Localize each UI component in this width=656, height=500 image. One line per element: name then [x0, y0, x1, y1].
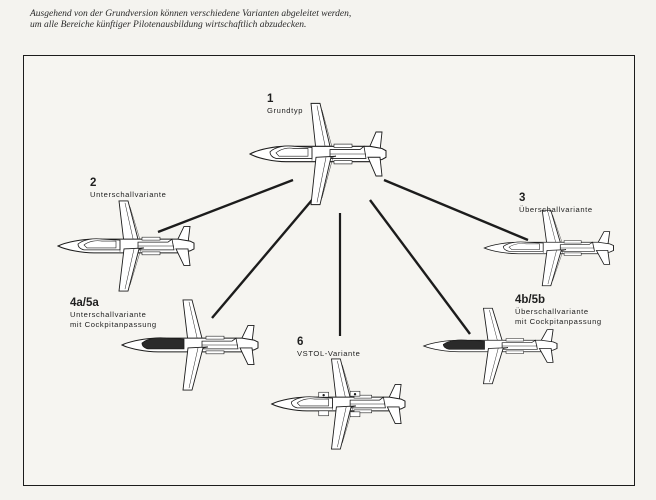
variant-6-number: 6	[297, 336, 304, 348]
label-variant-6: 6 VSTOL-Variante	[297, 336, 360, 359]
connector-4b5b	[369, 199, 471, 335]
caption: Ausgehend von der Grundversion können ve…	[30, 9, 590, 31]
variant-4b5b-number: 4b/5b	[515, 294, 546, 306]
label-variant-4b5b: 4b/5b Überschallvariante mit Cockpitanpa…	[515, 294, 602, 326]
aircraft-vstol	[272, 359, 405, 449]
variant-1-text: Grundtyp	[267, 106, 304, 115]
connector-4a5a	[211, 199, 313, 319]
label-variant-2: 2 Unterschallvariante	[90, 177, 166, 200]
variant-2-text: Unterschallvariante	[90, 190, 167, 199]
variant-4a5a-text-1: Unterschallvariante	[70, 310, 147, 319]
variant-4b5b-text-2: mit Cockpitanpassung	[515, 316, 602, 326]
variant-4a5a-number: 4a/5a	[70, 297, 99, 309]
variant-3-number: 3	[519, 192, 526, 204]
label-variant-4a5a: 4a/5a Unterschallvariante mit Cockpitanp…	[70, 297, 157, 329]
variant-6-text: VSTOL-Variante	[297, 349, 361, 358]
variant-4a5a-text-2: mit Cockpitanpassung	[70, 319, 157, 329]
variant-2-number: 2	[90, 177, 97, 189]
label-variant-3: 3 Überschallvariante	[519, 192, 593, 215]
caption-line-2: um alle Bereiche künftiger Pilotenausbil…	[30, 20, 307, 30]
caption-line-1: Ausgehend von der Grundversion können ve…	[30, 9, 352, 19]
label-variant-1: 1 Grundtyp	[267, 93, 303, 116]
variant-4b5b-text-1: Überschallvariante	[515, 307, 589, 316]
aircraft-unterschall	[57, 200, 195, 292]
variant-1-number: 1	[267, 93, 274, 105]
connector-3	[383, 178, 529, 242]
aircraft-ueberschall	[483, 209, 614, 287]
variant-3-text: Überschallvariante	[519, 205, 593, 214]
connector-2	[157, 178, 294, 234]
